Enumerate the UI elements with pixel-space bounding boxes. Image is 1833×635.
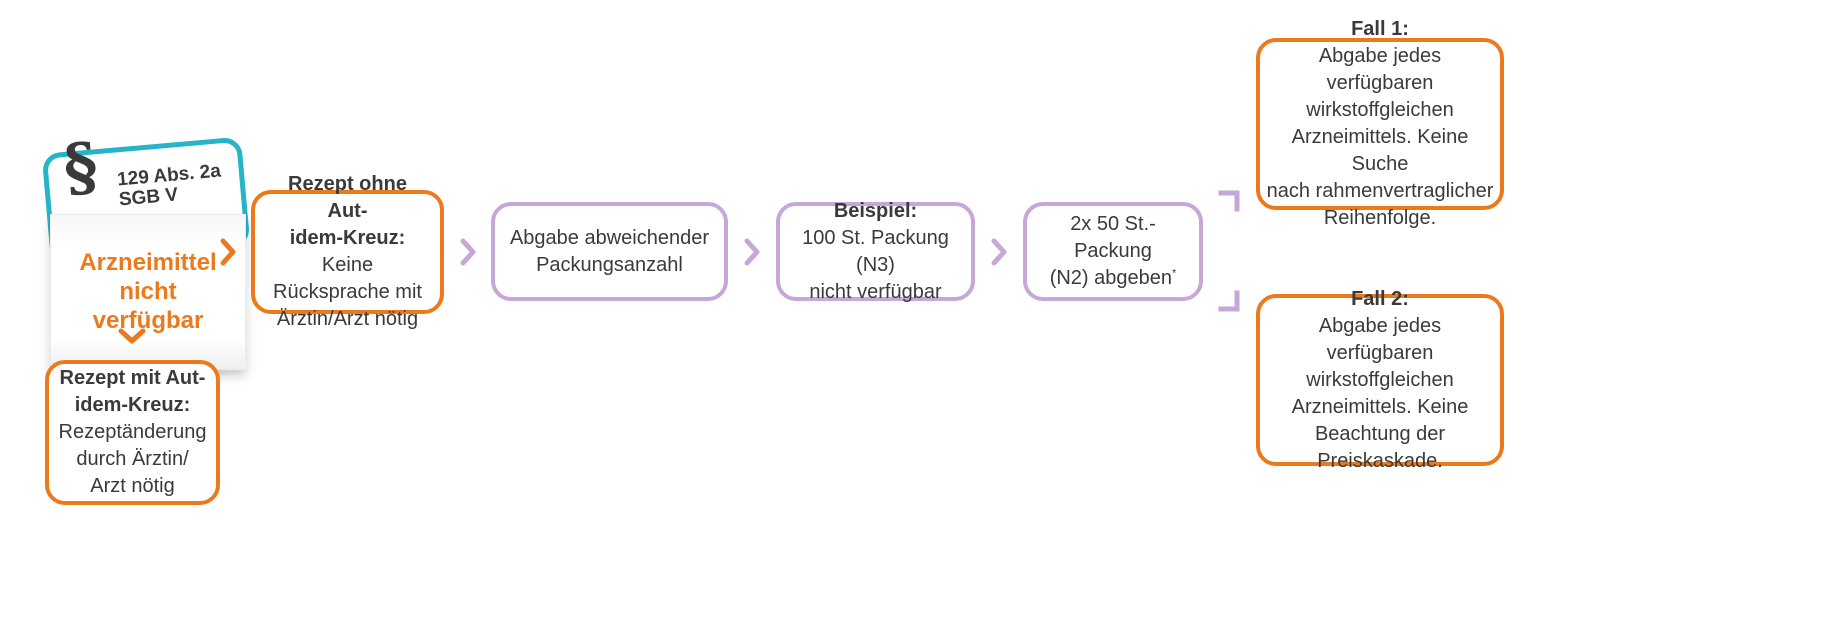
box-abgeben: 2x 50 St.-Packung (N2) abgeben* — [1023, 202, 1203, 301]
bracket-up-icon — [1218, 190, 1242, 217]
chevron-right-icon — [991, 238, 1007, 266]
footnote-mark: * — [1172, 267, 1177, 280]
box-without-aut-idem: Rezept ohne Aut- idem-Kreuz: Keine Rücks… — [251, 173, 444, 330]
bracket-down-icon — [1218, 290, 1242, 317]
box-fall-1: Fall 1: Abgabe jedes verfügbaren wirksto… — [1256, 18, 1504, 229]
box-fall-2-text: Fall 2: Abgabe jedes verfügbaren wirksto… — [1291, 287, 1469, 472]
box-fall-1-text: Fall 1: Abgabe jedes verfügbaren wirksto… — [1266, 18, 1494, 229]
box-with-aut-idem-text: Rezept mit Aut- idem-Kreuz: Rezeptänderu… — [58, 367, 207, 497]
chevron-right-icon — [460, 238, 476, 266]
box-beispiel-text: Beispiel: 100 St. Packung (N3) nicht ver… — [802, 199, 949, 303]
box-fall-2: Fall 2: Abgabe jedes verfügbaren wirksto… — [1256, 288, 1504, 472]
chevron-right-icon — [220, 238, 236, 266]
box-beispiel: Beispiel: 100 St. Packung (N3) nicht ver… — [776, 200, 975, 303]
chevron-down-icon — [118, 328, 146, 344]
box-abgabe-text: Abgabe abweichender Packungsanzahl — [509, 226, 710, 276]
box-abgabe-packungsanzahl: Abgabe abweichender Packungsanzahl — [491, 202, 728, 301]
chevron-right-icon — [744, 238, 760, 266]
box-without-aut-idem-text: Rezept ohne Aut- idem-Kreuz: Keine Rücks… — [273, 173, 422, 330]
package-title: Arzneimittel nicht verfügbar — [79, 249, 217, 334]
medicine-package — [50, 214, 246, 370]
box-with-aut-idem: Rezept mit Aut- idem-Kreuz: Rezeptänderu… — [45, 360, 220, 505]
paragraph-symbol: § — [60, 128, 101, 207]
box-abgeben-text: 2x 50 St.-Packung (N2) abgeben* — [1049, 213, 1177, 289]
